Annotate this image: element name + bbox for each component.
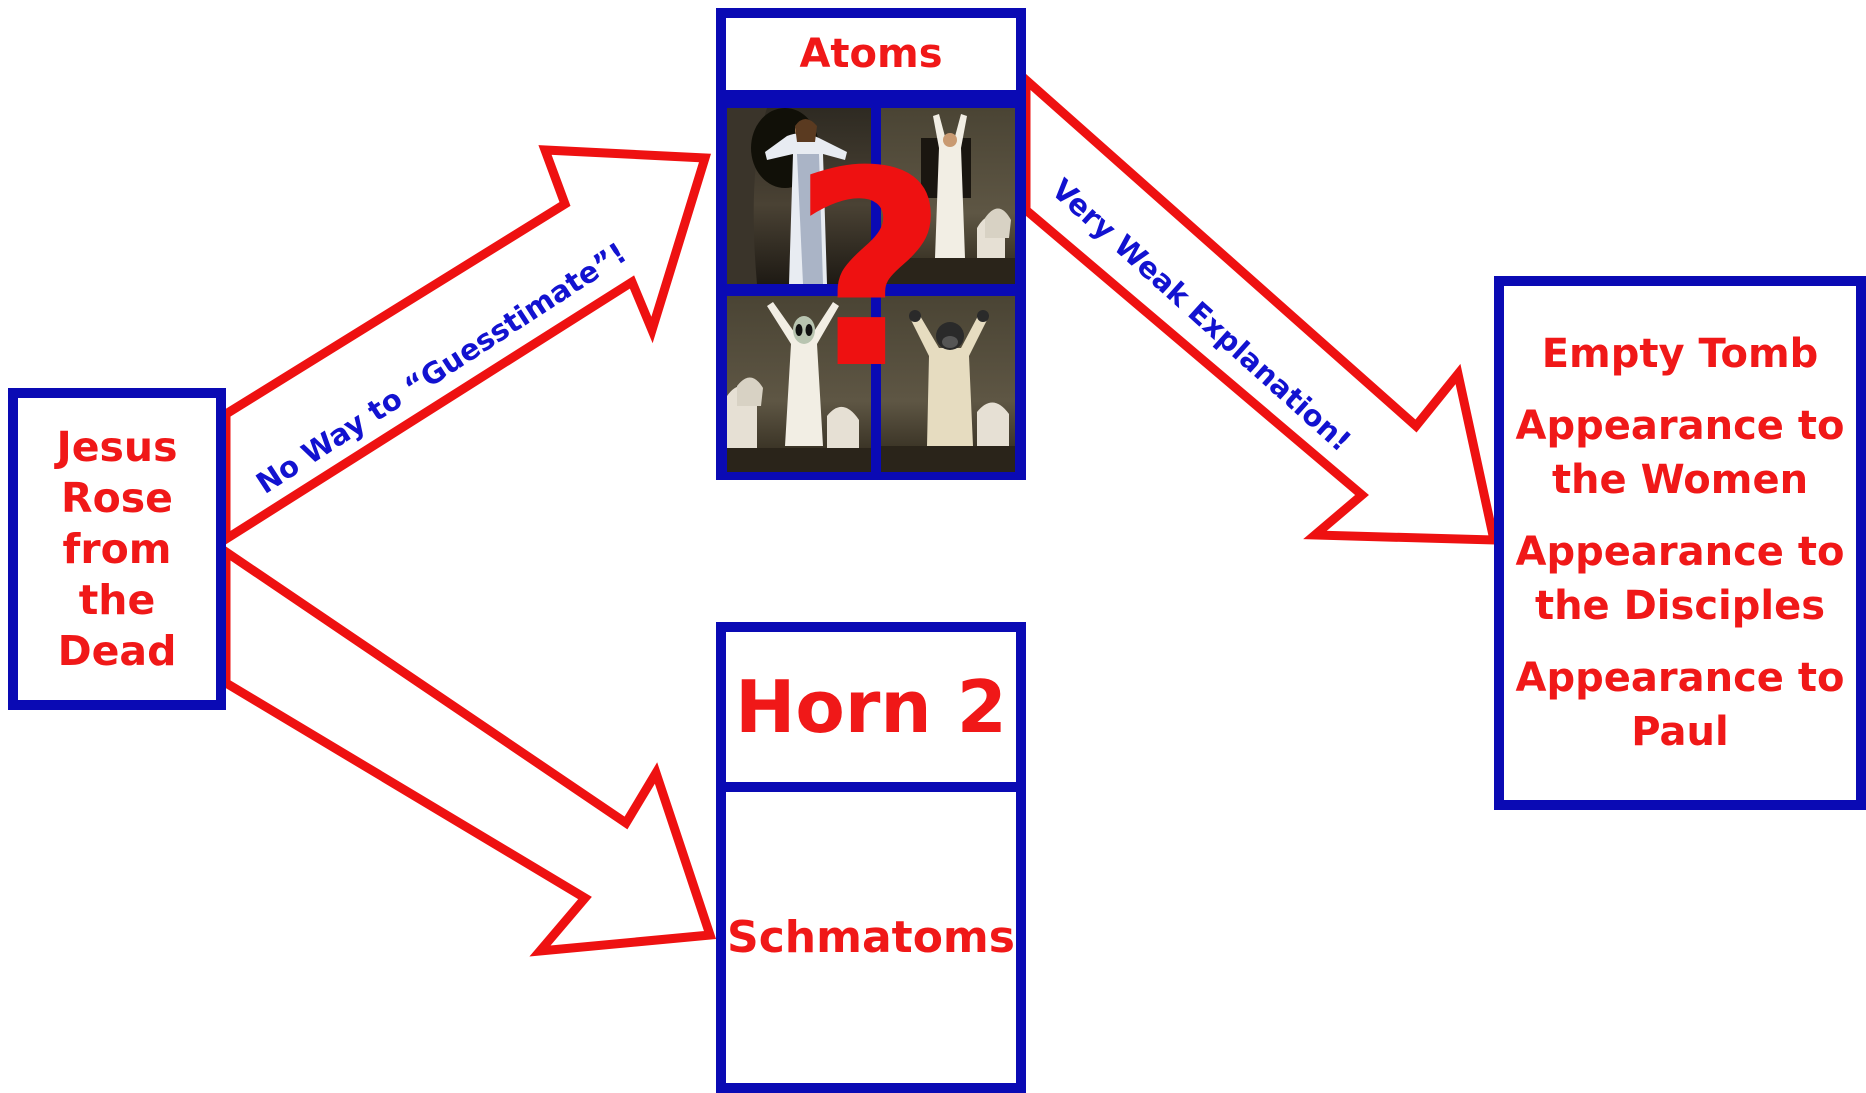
evidence-line: Appearance to bbox=[1515, 655, 1845, 701]
evidence-line: the Women bbox=[1551, 457, 1809, 503]
arrow-to-horn bbox=[221, 543, 717, 957]
arrow-to-atoms bbox=[221, 145, 712, 548]
horn-body: Schmatoms bbox=[727, 912, 1015, 963]
evidence-item: Empty Tomb bbox=[1542, 327, 1819, 381]
source-line: the bbox=[78, 575, 156, 624]
source-line: Jesus bbox=[56, 422, 178, 471]
atoms-title: Atoms bbox=[799, 31, 943, 77]
evidence-line: Appearance to bbox=[1515, 529, 1845, 575]
horn-title: Horn 2 bbox=[735, 665, 1007, 749]
horn-title-cell: Horn 2 bbox=[726, 632, 1016, 792]
atoms-box: Atoms bbox=[716, 8, 1026, 480]
evidence-line: Paul bbox=[1631, 709, 1729, 755]
risen-figure-arms-raised-image bbox=[881, 108, 1015, 284]
source-line: Dead bbox=[57, 626, 177, 675]
atoms-title-cell: Atoms bbox=[726, 18, 1016, 90]
evidence-line: Appearance to bbox=[1515, 403, 1845, 449]
evidence-item: Appearance to Paul bbox=[1516, 651, 1845, 759]
evidence-item: Appearance to the Women bbox=[1516, 399, 1845, 507]
evidence-line: Empty Tomb bbox=[1541, 331, 1819, 377]
horn-body-cell: Schmatoms bbox=[726, 792, 1016, 1083]
source-line: Rose bbox=[61, 473, 173, 522]
source-line: from bbox=[62, 524, 172, 573]
evidence-box: Empty Tomb Appearance to the Women Appea… bbox=[1494, 276, 1866, 810]
horn-box: Horn 2 Schmatoms bbox=[716, 622, 1026, 1093]
gorilla-figure-tomb-image bbox=[881, 296, 1015, 472]
arrow-to-evidence bbox=[1021, 69, 1500, 545]
evidence-item: Appearance to the Disciples bbox=[1516, 525, 1845, 633]
source-box: Jesus Rose from the Dead bbox=[8, 388, 226, 710]
alien-figure-tomb-image bbox=[727, 296, 871, 472]
question-mark-icon: ? bbox=[791, 113, 949, 428]
evidence-line: the Disciples bbox=[1534, 583, 1826, 629]
risen-figure-tomb-image bbox=[727, 108, 871, 284]
